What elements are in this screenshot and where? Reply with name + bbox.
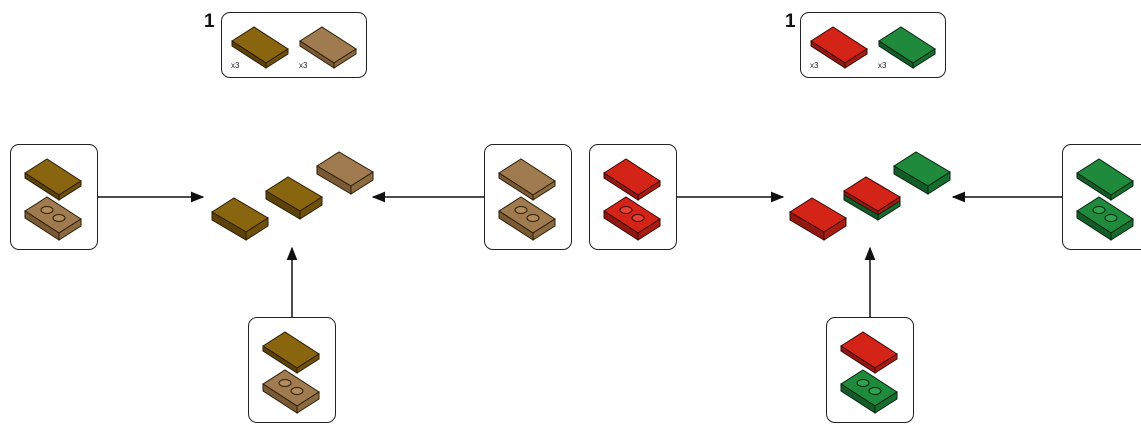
flat-tile-icon bbox=[24, 158, 82, 201]
subassembly-graphic bbox=[24, 158, 82, 241]
flat-tile-icon bbox=[498, 158, 556, 201]
stacked-tile-assembly bbox=[893, 151, 951, 195]
flat-tile-icon bbox=[262, 331, 320, 374]
flat-tile-icon bbox=[231, 26, 289, 69]
parts-list-graphic bbox=[231, 26, 357, 69]
plate-2x2-icon bbox=[1076, 196, 1134, 241]
part-quantity: x3 bbox=[878, 61, 887, 70]
stacked-tile-assembly bbox=[316, 151, 374, 195]
flat-tile-icon bbox=[299, 26, 357, 69]
step-number: 1 bbox=[785, 11, 796, 32]
parts-list-box: x3 x3 bbox=[221, 12, 367, 78]
subassembly-callout bbox=[10, 144, 98, 250]
plate-2x2-icon bbox=[24, 196, 82, 241]
stacked-tile-assembly bbox=[843, 176, 901, 221]
plate-2x2-icon bbox=[498, 196, 556, 241]
stacked-tile-assembly bbox=[265, 176, 323, 220]
subassembly-graphic bbox=[262, 331, 320, 414]
subassembly-callout bbox=[826, 317, 914, 423]
part-quantity: x3 bbox=[231, 61, 240, 70]
plate-2x2-icon bbox=[840, 369, 898, 414]
subassembly-graphic bbox=[498, 158, 556, 241]
plate-2x2-icon bbox=[603, 196, 661, 241]
flat-tile-icon bbox=[1076, 158, 1134, 201]
step-number: 1 bbox=[204, 11, 215, 32]
flat-tile-icon bbox=[810, 26, 868, 69]
subassembly-graphic bbox=[840, 331, 898, 414]
part-quantity: x3 bbox=[299, 61, 308, 70]
flat-tile-icon bbox=[603, 158, 661, 201]
parts-list-box: x3 x3 bbox=[800, 12, 946, 78]
stacked-tile-assembly bbox=[211, 197, 269, 241]
subassembly-graphic bbox=[603, 158, 661, 241]
subassembly-callout bbox=[484, 144, 572, 250]
flat-tile-icon bbox=[840, 331, 898, 374]
stacked-tile-assembly bbox=[789, 197, 847, 241]
flat-tile-icon bbox=[878, 26, 936, 69]
subassembly-callout bbox=[248, 317, 336, 423]
subassembly-callout bbox=[1062, 144, 1141, 250]
parts-list-graphic bbox=[810, 26, 936, 69]
part-quantity: x3 bbox=[810, 61, 819, 70]
subassembly-callout bbox=[589, 144, 677, 250]
subassembly-graphic bbox=[1076, 158, 1134, 241]
plate-2x2-icon bbox=[262, 369, 320, 414]
